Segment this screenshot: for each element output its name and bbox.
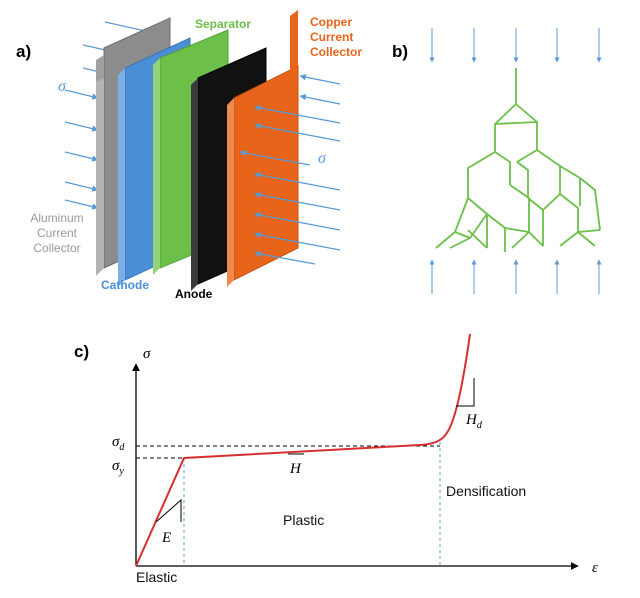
strain-axis-label: ε — [592, 560, 598, 576]
aluminum-label-line: Collector — [33, 241, 80, 255]
plastic-region-label: Plastic — [283, 512, 324, 528]
sigma-d-label: σd — [112, 434, 125, 453]
bottom-compression-arrows — [429, 259, 602, 294]
stress-arrow — [64, 151, 99, 162]
elastic-slope-triangle — [155, 498, 182, 523]
copper-collector — [227, 10, 299, 287]
aluminum-label-line: Current — [37, 226, 78, 240]
sigma-right: σ — [318, 150, 327, 167]
panel-b-label: b) — [392, 42, 408, 61]
modulus-hd-label: Hd — [465, 412, 483, 431]
panel-a-label: a) — [16, 42, 31, 61]
elastic-region-label: Elastic — [136, 569, 177, 585]
sigma-y-subscript: y — [118, 466, 124, 477]
sigma-left: σ — [58, 78, 67, 95]
sigma-y-symbol: σ — [112, 458, 120, 474]
stress-arrow — [254, 104, 341, 124]
sigma-d-subscript: d — [119, 442, 125, 453]
stress-arrow — [254, 250, 316, 265]
copper-label-line: Current — [310, 30, 353, 44]
copper-label-line: Collector — [310, 45, 362, 59]
stress-arrow — [239, 149, 311, 166]
stress-arrow — [254, 171, 341, 191]
modulus-h-label: H — [289, 461, 302, 477]
stress-arrow — [64, 181, 99, 192]
aluminum-label-line: Aluminum — [30, 211, 83, 225]
modulus-hd-symbol: H — [465, 412, 478, 428]
stress-arrow — [254, 191, 341, 211]
stress-arrow — [254, 211, 341, 231]
stress-arrow — [64, 89, 99, 100]
panel-c-label: c) — [74, 342, 89, 361]
stress-arrow — [299, 93, 341, 105]
top-compression-arrows — [429, 28, 602, 63]
densification-region-label: Densification — [446, 483, 526, 499]
sigma-d-symbol: σ — [112, 434, 120, 450]
modulus-e-label: E — [161, 530, 171, 546]
copper-label: Copper Current Collector — [310, 15, 362, 59]
densification-slope-triangle — [456, 378, 475, 407]
panel-a: a) σ — [16, 10, 362, 301]
stress-axis-label: σ — [143, 346, 151, 362]
stress-arrow — [64, 199, 99, 210]
lattice-structure — [435, 68, 601, 252]
stress-strain-curve — [135, 333, 471, 567]
separator-label: Separator — [195, 17, 251, 31]
stress-arrow — [254, 122, 341, 142]
stress-arrow — [254, 231, 341, 251]
copper-label-line: Copper — [310, 15, 352, 29]
panel-b: b) — [392, 28, 602, 294]
modulus-hd-subscript: d — [477, 420, 483, 431]
stress-arrow — [299, 73, 341, 85]
anode-label: Anode — [175, 287, 213, 301]
panel-c: c) σ ε σd σy E H Hd Elastic Plastic Dens… — [74, 333, 598, 585]
stress-arrow — [64, 121, 99, 132]
sigma-y-label: σy — [112, 458, 124, 477]
right-stress-arrows — [239, 73, 341, 265]
cathode-label: Cathode — [101, 278, 149, 292]
aluminum-label: Aluminum Current Collector — [30, 211, 83, 255]
